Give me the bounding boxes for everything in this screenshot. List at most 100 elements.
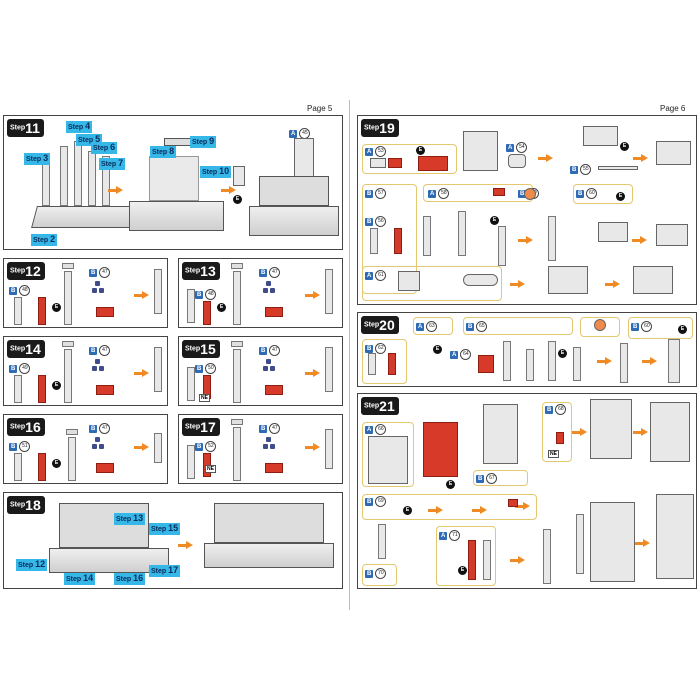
fan-icon [92, 281, 104, 293]
red-panel [394, 228, 402, 254]
red-block [96, 463, 114, 473]
red-block [96, 385, 114, 395]
e-badge: E [678, 325, 687, 334]
step-20-badge: Step20 [361, 316, 399, 334]
subassembly-frame [362, 494, 537, 520]
pillar [60, 146, 68, 206]
cap-piece [231, 419, 243, 425]
e-badge: E [490, 216, 499, 225]
e-badge: E [620, 142, 629, 151]
pillar [233, 427, 241, 481]
arrow-icon [572, 428, 587, 436]
subassembly-frame [362, 144, 457, 174]
assembly [656, 224, 688, 246]
step-11-badge: Step11 [7, 119, 44, 137]
pillar [233, 271, 241, 325]
castle-base [249, 206, 339, 236]
red-block [388, 158, 402, 168]
pillar [154, 269, 162, 314]
small-panel [233, 166, 245, 186]
e-badge: E [446, 480, 455, 489]
castle-towers [214, 503, 324, 543]
step-18-panel: Step18 Step 13 Step 15 Step 12 Step 14 S… [3, 492, 343, 589]
pillar [187, 445, 195, 479]
assembly [656, 141, 691, 165]
castle-towers [259, 176, 329, 206]
step-16-badge: Step16 [7, 418, 45, 436]
e-badge: E [458, 566, 467, 575]
arrow-icon [510, 556, 525, 564]
callout-step-9: Step 9 [190, 136, 217, 148]
e-badge: E [558, 349, 567, 358]
callout-step-6: Step 6 [91, 142, 118, 154]
e-badge: E [416, 146, 425, 155]
pillar [498, 226, 506, 266]
pillar [423, 216, 431, 256]
subassembly-frame [362, 184, 417, 294]
pillar [368, 353, 376, 375]
assembly [598, 222, 628, 242]
e-badge: E [616, 192, 625, 201]
cap-piece [66, 429, 78, 435]
arrow-icon [134, 443, 149, 451]
subassembly-frame [436, 526, 496, 586]
e-badge: E [52, 303, 61, 312]
pillar [325, 269, 333, 314]
step-14-badge: Step14 [7, 340, 45, 358]
fan-icon [263, 281, 275, 293]
e-badge: E [403, 506, 412, 515]
callout-step-8: Step 8 [150, 146, 177, 158]
red-block [265, 307, 283, 317]
step-17-badge: Step17 [182, 418, 220, 436]
arrow-icon [605, 280, 620, 288]
arrow-icon [305, 443, 320, 451]
cap-piece [62, 263, 74, 269]
arrow-icon [108, 186, 123, 194]
red-block [556, 432, 564, 444]
pillar [483, 540, 491, 580]
tower-assembly [650, 402, 690, 462]
arrow-icon [134, 291, 149, 299]
arrow-icon [518, 236, 533, 244]
pillar [154, 347, 162, 392]
ne-mark: NE [205, 465, 216, 473]
castle-towers [59, 503, 149, 548]
fan-icon [92, 359, 104, 371]
pillar [325, 429, 333, 469]
wall-panel [368, 436, 408, 484]
arrow-icon [305, 369, 320, 377]
red-block [418, 156, 448, 171]
callout-step-7: Step 7 [99, 158, 126, 170]
step-11-panel: Step11 Step 3 Step 4 Step 5 Step 6 Step … [3, 115, 343, 250]
pillar [64, 271, 72, 325]
callout-step-17: Step 17 [149, 565, 181, 577]
cap-piece [231, 263, 243, 269]
pillar [548, 341, 556, 381]
red-block [265, 463, 283, 473]
arrow-icon [428, 506, 443, 514]
ne-mark: NE [199, 394, 210, 402]
subassembly-frame [362, 266, 502, 301]
arrow-icon [472, 506, 487, 514]
arrow-icon [510, 280, 525, 288]
step-19-panel: Step19 A53 E A54 E B55 B57 B56 A58 B59 B… [357, 115, 697, 305]
subassembly-frame [463, 317, 573, 335]
assembly [583, 126, 618, 146]
pillar [526, 349, 534, 381]
